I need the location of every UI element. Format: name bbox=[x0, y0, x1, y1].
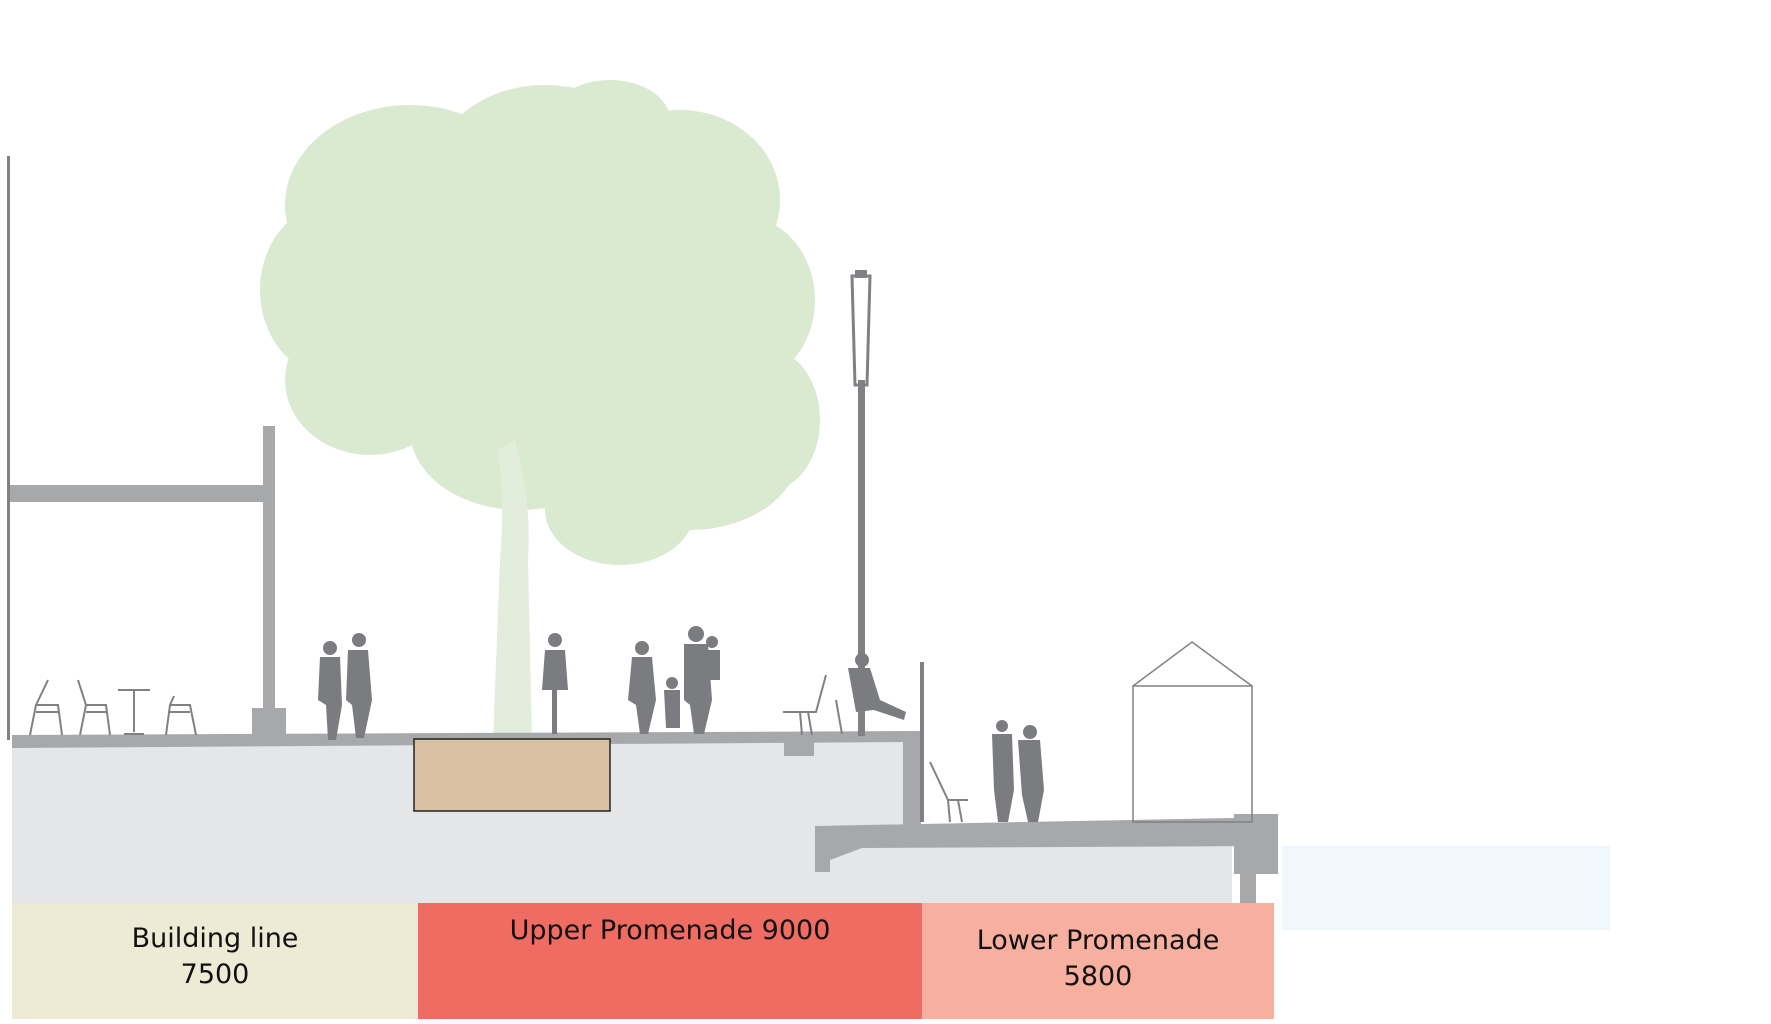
column-footing bbox=[252, 708, 286, 738]
lower-railing-post bbox=[920, 662, 924, 822]
zone-lower-promenade-label: Lower Promenade bbox=[976, 925, 1220, 956]
tree-soil-pit bbox=[413, 738, 611, 812]
tree-trunk bbox=[493, 440, 532, 740]
seated-person bbox=[848, 653, 906, 720]
ground-section bbox=[12, 734, 1232, 905]
lower-promenade-deck bbox=[815, 816, 1276, 872]
cafe-furniture bbox=[29, 679, 197, 736]
upper-bench bbox=[783, 674, 843, 736]
building-line-pole bbox=[7, 156, 10, 740]
quay-pile bbox=[1240, 874, 1256, 906]
quay-edge bbox=[1234, 814, 1278, 874]
zone-upper-promenade: Upper Promenade 9000 bbox=[418, 903, 922, 1019]
person-pair-left bbox=[318, 633, 372, 740]
canopy-column bbox=[263, 426, 275, 716]
cyclist bbox=[542, 633, 568, 734]
family-group bbox=[628, 626, 720, 734]
retaining-wall bbox=[903, 736, 921, 828]
zone-lower-promenade: Lower Promenade 5800 bbox=[922, 903, 1274, 1019]
tree-canopy bbox=[260, 80, 820, 565]
zone-lower-promenade-value: 5800 bbox=[1063, 961, 1133, 992]
zone-building-line-value: 7500 bbox=[180, 959, 250, 990]
lower-pair bbox=[992, 720, 1044, 822]
pedestrians bbox=[318, 626, 1044, 822]
bench-plinth bbox=[784, 740, 814, 756]
kiosk bbox=[1132, 641, 1253, 823]
lower-bench bbox=[929, 761, 968, 823]
zone-building-line-label: Building line bbox=[131, 923, 299, 954]
zone-building-line: Building line 7500 bbox=[12, 903, 418, 1019]
canopy-beam bbox=[10, 485, 268, 502]
street-lamp bbox=[850, 270, 872, 736]
upper-promenade-surface bbox=[12, 731, 920, 826]
water bbox=[1282, 846, 1610, 930]
zone-upper-promenade-label: Upper Promenade 9000 bbox=[509, 915, 831, 946]
